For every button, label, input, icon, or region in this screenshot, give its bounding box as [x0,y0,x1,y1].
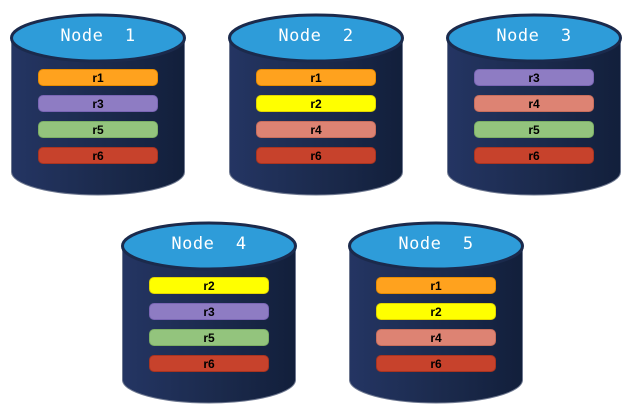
replica-bar-r6: r6 [149,355,269,372]
replica-bar-r2: r2 [376,303,496,320]
replica-bar-r2: r2 [256,95,376,112]
replica-label: r6 [528,148,540,163]
replica-bar-r5: r5 [38,121,158,138]
replica-label: r4 [528,96,540,111]
replica-label: r3 [528,70,540,85]
replica-label: r6 [203,356,215,371]
replica-label: r1 [92,70,104,85]
replica-label: r2 [430,304,442,319]
replica-list: r1 r3 r5 r6 [10,69,186,164]
replica-bar-r3: r3 [38,95,158,112]
node-1: Node 1 r1 r3 r5 r6 [10,12,186,198]
replica-bar-r3: r3 [149,303,269,320]
replica-list: r1 r2 r4 r6 [348,277,524,372]
replica-bar-r2: r2 [149,277,269,294]
replica-label: r5 [528,122,540,137]
replica-label: r6 [92,148,104,163]
replica-label: r2 [310,96,322,111]
replica-label: r2 [203,278,215,293]
replica-bar-r4: r4 [474,95,594,112]
replica-label: r4 [310,122,322,137]
replica-bar-r6: r6 [256,147,376,164]
replica-bar-r6: r6 [376,355,496,372]
replica-bar-r6: r6 [38,147,158,164]
replica-label: r6 [430,356,442,371]
replica-label: r3 [92,96,104,111]
replica-label: r1 [430,278,442,293]
replica-label: r5 [203,330,215,345]
replica-bar-r5: r5 [474,121,594,138]
node-2: Node 2 r1 r2 r4 r6 [228,12,404,198]
replica-label: r3 [203,304,215,319]
replica-label: r5 [92,122,104,137]
replica-bar-r1: r1 [376,277,496,294]
node-5: Node 5 r1 r2 r4 r6 [348,220,524,406]
replica-bar-r6: r6 [474,147,594,164]
replica-bar-r4: r4 [256,121,376,138]
replica-bar-r4: r4 [376,329,496,346]
replica-list: r3 r4 r5 r6 [446,69,622,164]
replica-bar-r5: r5 [149,329,269,346]
replica-list: r1 r2 r4 r6 [228,69,404,164]
replica-label: r1 [310,70,322,85]
replica-bar-r1: r1 [38,69,158,86]
node-4: Node 4 r2 r3 r5 r6 [121,220,297,406]
replica-label: r6 [310,148,322,163]
replica-bar-r3: r3 [474,69,594,86]
replica-bar-r1: r1 [256,69,376,86]
node-3: Node 3 r3 r4 r5 r6 [446,12,622,198]
replica-label: r4 [430,330,442,345]
replica-list: r2 r3 r5 r6 [121,277,297,372]
